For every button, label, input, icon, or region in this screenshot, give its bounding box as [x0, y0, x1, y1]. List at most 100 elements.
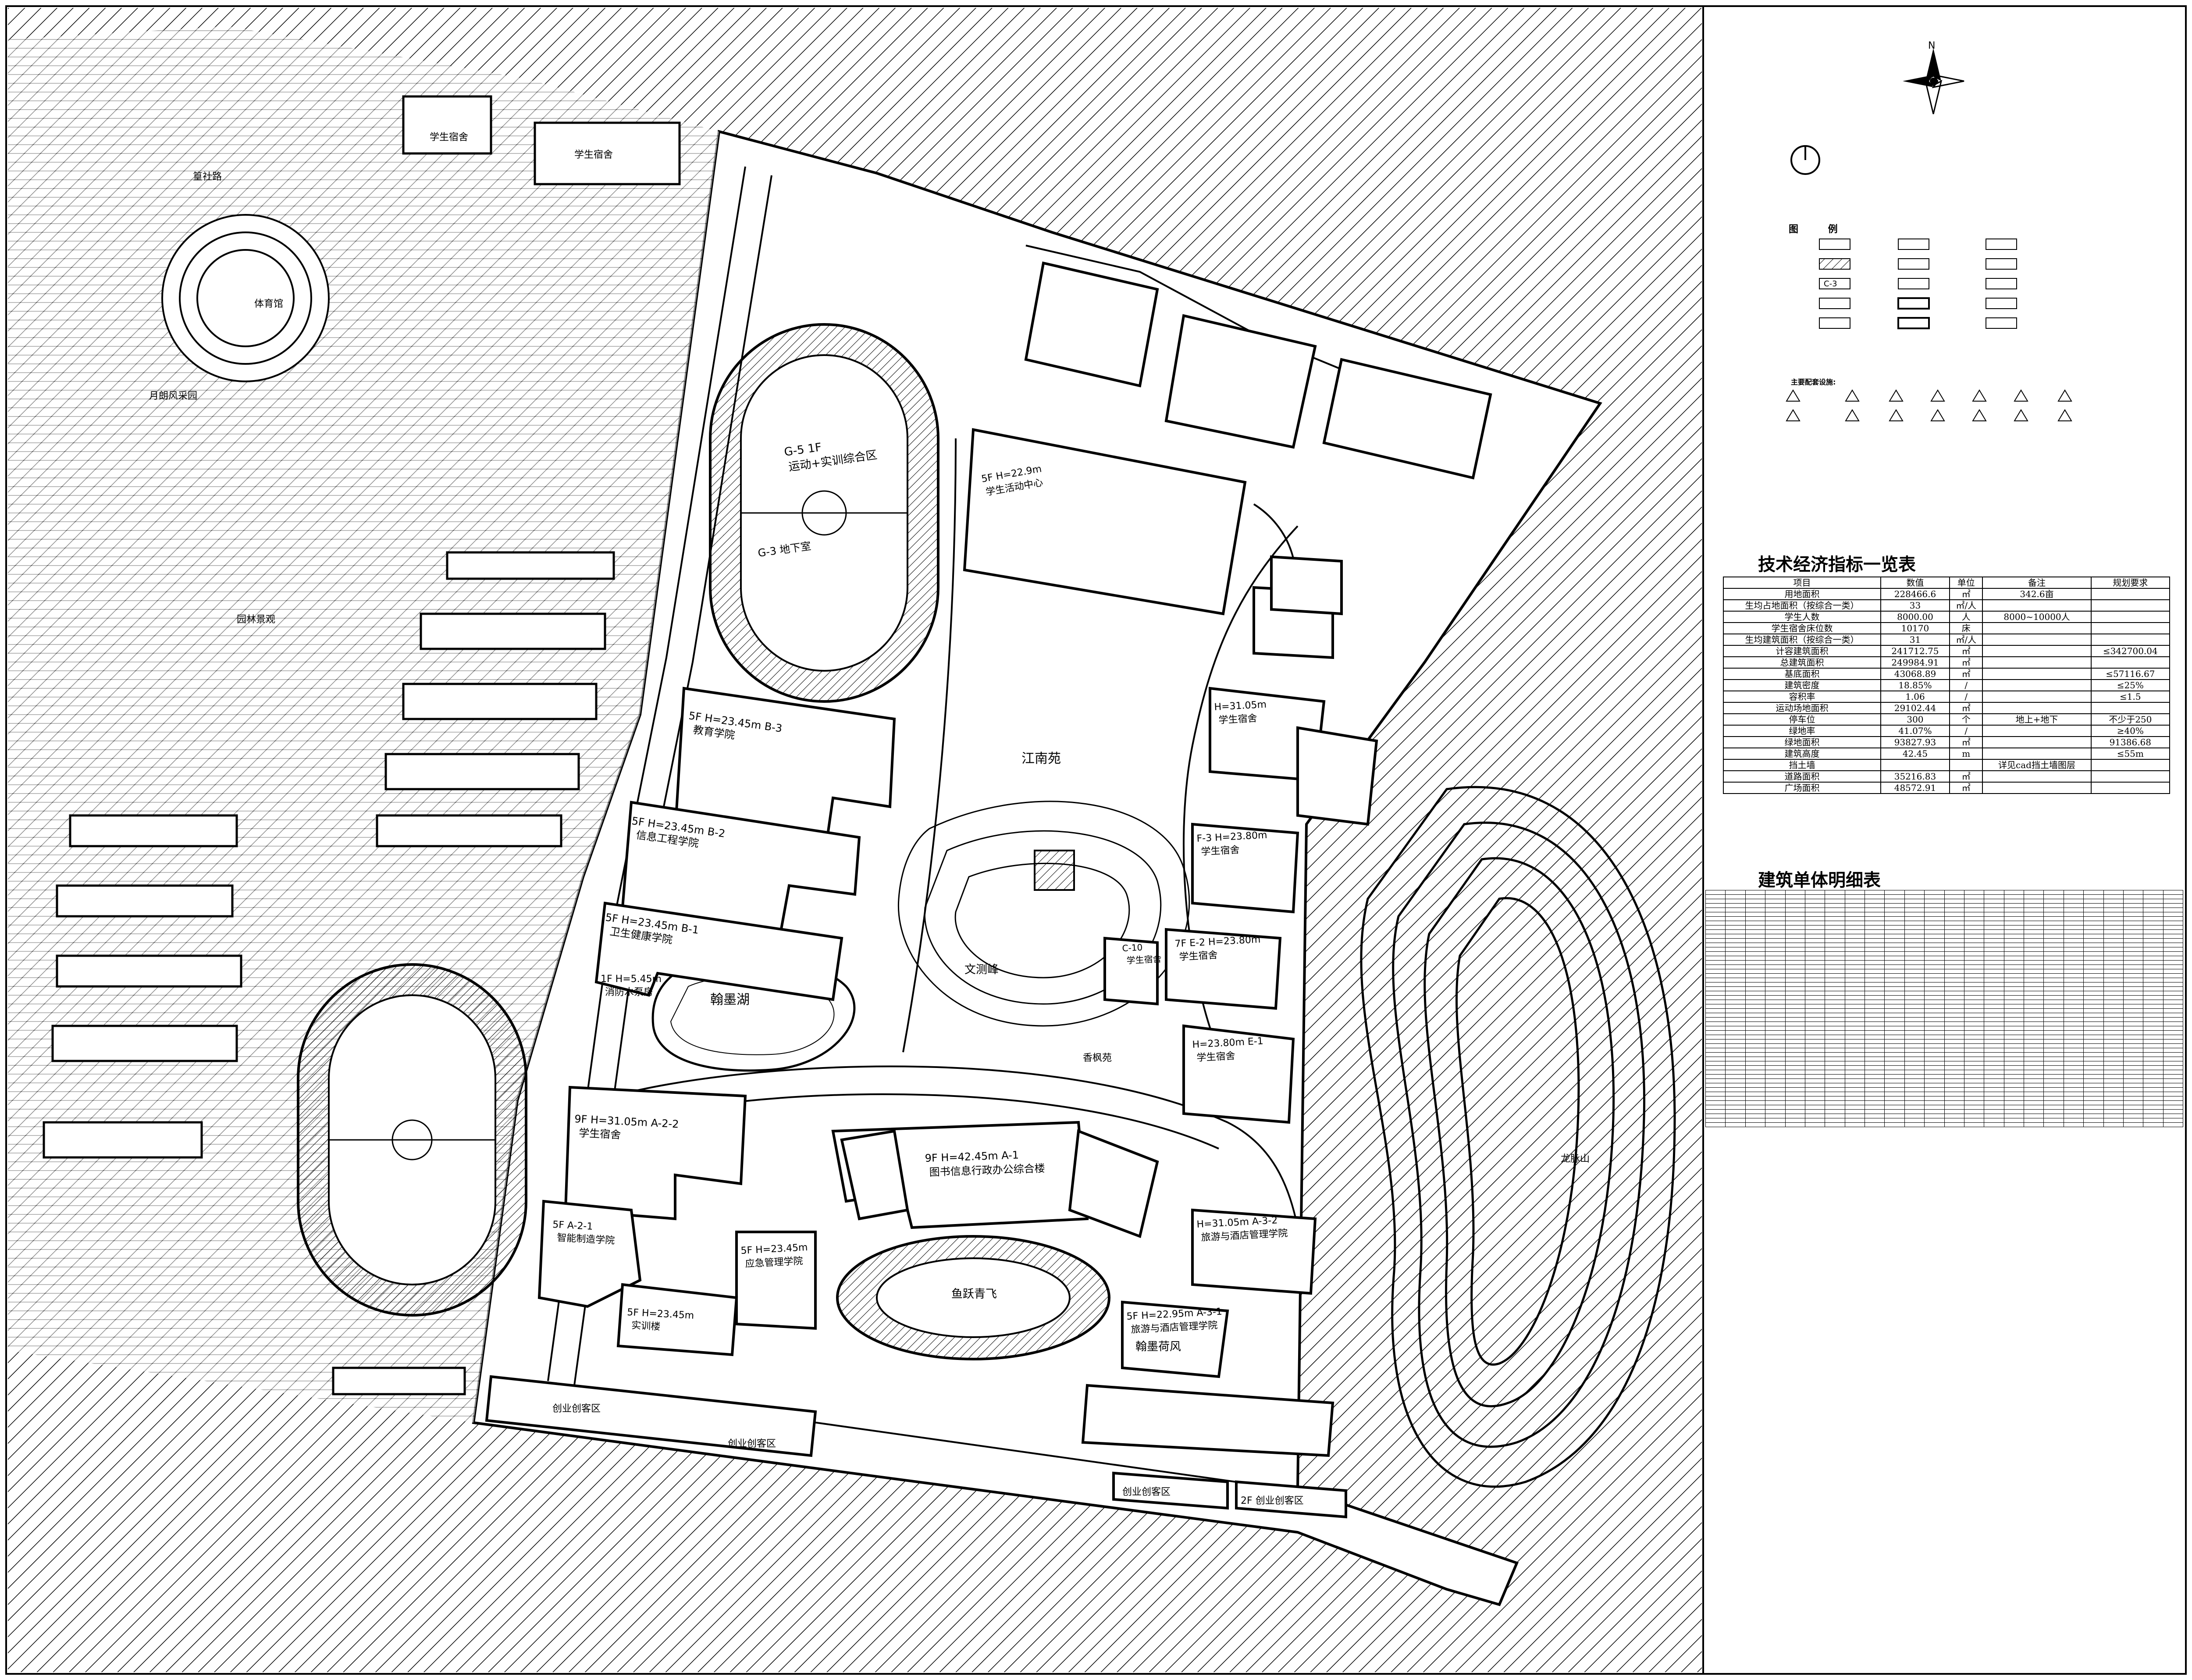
detail-cell [2123, 934, 2144, 939]
detail-cell [1844, 947, 1865, 952]
detail-cell [1745, 960, 1766, 965]
detail-cell [2103, 912, 2124, 917]
detail-cell [2103, 991, 2124, 996]
detail-cell [1844, 951, 1865, 956]
detail-cell [1745, 1061, 1766, 1066]
detail-cell [1944, 1004, 1964, 1009]
detail-cell [1924, 995, 1945, 1000]
detail-row [1705, 1022, 2184, 1026]
detail-cell [2123, 894, 2144, 899]
detail-cell [2163, 1061, 2184, 1066]
tech-cell: 241712.75 [1880, 645, 1950, 657]
detail-cell [1984, 1057, 2004, 1061]
detail-cell [1924, 1000, 1945, 1004]
detail-cell [1864, 1017, 1885, 1022]
detail-cell [1785, 908, 1805, 912]
detail-cell [2083, 1013, 2104, 1018]
detail-cell [1884, 1083, 1905, 1088]
detail-cell [1984, 1074, 2004, 1079]
detail-cell [1904, 903, 1925, 908]
detail-cell [1864, 969, 1885, 974]
detail-cell [2023, 1083, 2044, 1088]
detail-cell [1765, 1078, 1786, 1083]
detail-cell [1924, 1122, 1945, 1127]
detail-cell [1705, 973, 1726, 978]
detail-cell [2023, 938, 2044, 943]
detail-cell [1884, 1109, 1905, 1114]
detail-cell [1844, 1074, 1865, 1079]
detail-cell [1924, 921, 1945, 925]
detail-cell [1924, 916, 1945, 921]
detail-cell [1785, 1048, 1805, 1053]
detail-cell [1825, 1013, 1845, 1018]
detail-cell [2163, 1074, 2184, 1079]
detail-cell [1924, 1043, 1945, 1048]
detail-cell [1904, 1083, 1925, 1088]
detail-row [1705, 1087, 2184, 1092]
detail-cell [2123, 951, 2144, 956]
detail-cell [2023, 1039, 2044, 1044]
detail-cell [1984, 894, 2004, 899]
detail-cell [1725, 947, 1746, 952]
detail-cell [1745, 1000, 1766, 1004]
detail-cell [2083, 1070, 2104, 1075]
detail-cell [2143, 1035, 2164, 1039]
detail-cell [1944, 969, 1964, 974]
detail-cell [1924, 1096, 1945, 1101]
detail-cell [1864, 894, 1885, 899]
detail-cell [2043, 982, 2064, 987]
detail-cell [1944, 1100, 1964, 1105]
detail-cell [1884, 1070, 1905, 1075]
tech-cell: ㎡ [1949, 588, 1983, 600]
tech-cell: ㎡/人 [1949, 634, 1983, 646]
detail-cell [2163, 1087, 2184, 1092]
map-label-xiangfengyuan: 香枫苑 [1083, 1053, 1112, 1064]
detail-cell [1844, 1100, 1865, 1105]
detail-cell [1864, 938, 1885, 943]
detail-cell [2123, 1061, 2144, 1066]
detail-cell [1705, 986, 1726, 991]
detail-cell [1944, 991, 1964, 996]
detail-cell [1765, 1022, 1786, 1026]
detail-cell [1785, 1000, 1805, 1004]
map-label-yuanlin: 园林景观 [237, 614, 275, 625]
detail-cell [1745, 1017, 1766, 1022]
detail-cell [2103, 1109, 2124, 1114]
detail-cell [1804, 1100, 1825, 1105]
detail-cell [1725, 1057, 1746, 1061]
detail-cell [2043, 1039, 2064, 1044]
detail-cell [1884, 982, 1905, 987]
detail-cell [1785, 991, 1805, 996]
detail-cell [1725, 1017, 1746, 1022]
detail-row [1705, 1074, 2184, 1079]
detail-cell [1765, 1074, 1786, 1079]
detail-cell [2063, 969, 2084, 974]
detail-cell [1745, 1065, 1766, 1070]
detail-cell [1725, 1074, 1746, 1079]
building-sub-e1: 学生宿舍 [1196, 1050, 1235, 1064]
detail-cell [2143, 929, 2164, 934]
detail-cell [2103, 982, 2124, 987]
detail-cell [2083, 1039, 2104, 1044]
detail-cell [1844, 921, 1865, 925]
detail-cell [1804, 899, 1825, 904]
detail-cell [2003, 1114, 2025, 1118]
detail-cell [1944, 995, 1964, 1000]
detail-cell [1924, 965, 1945, 969]
tech-cell: ㎡ [1949, 782, 1983, 794]
detail-cell [1864, 1096, 1885, 1101]
detail-cell [1924, 1105, 1945, 1110]
detail-cell [2163, 934, 2184, 939]
detail-cell [2123, 1087, 2144, 1092]
detail-cell [2063, 1039, 2084, 1044]
detail-cell [2163, 1048, 2184, 1053]
detail-cell [2043, 1022, 2064, 1026]
detail-cell [1765, 1122, 1786, 1127]
detail-cell [1705, 929, 1726, 934]
tech-cell: 35216.83 [1880, 770, 1950, 783]
